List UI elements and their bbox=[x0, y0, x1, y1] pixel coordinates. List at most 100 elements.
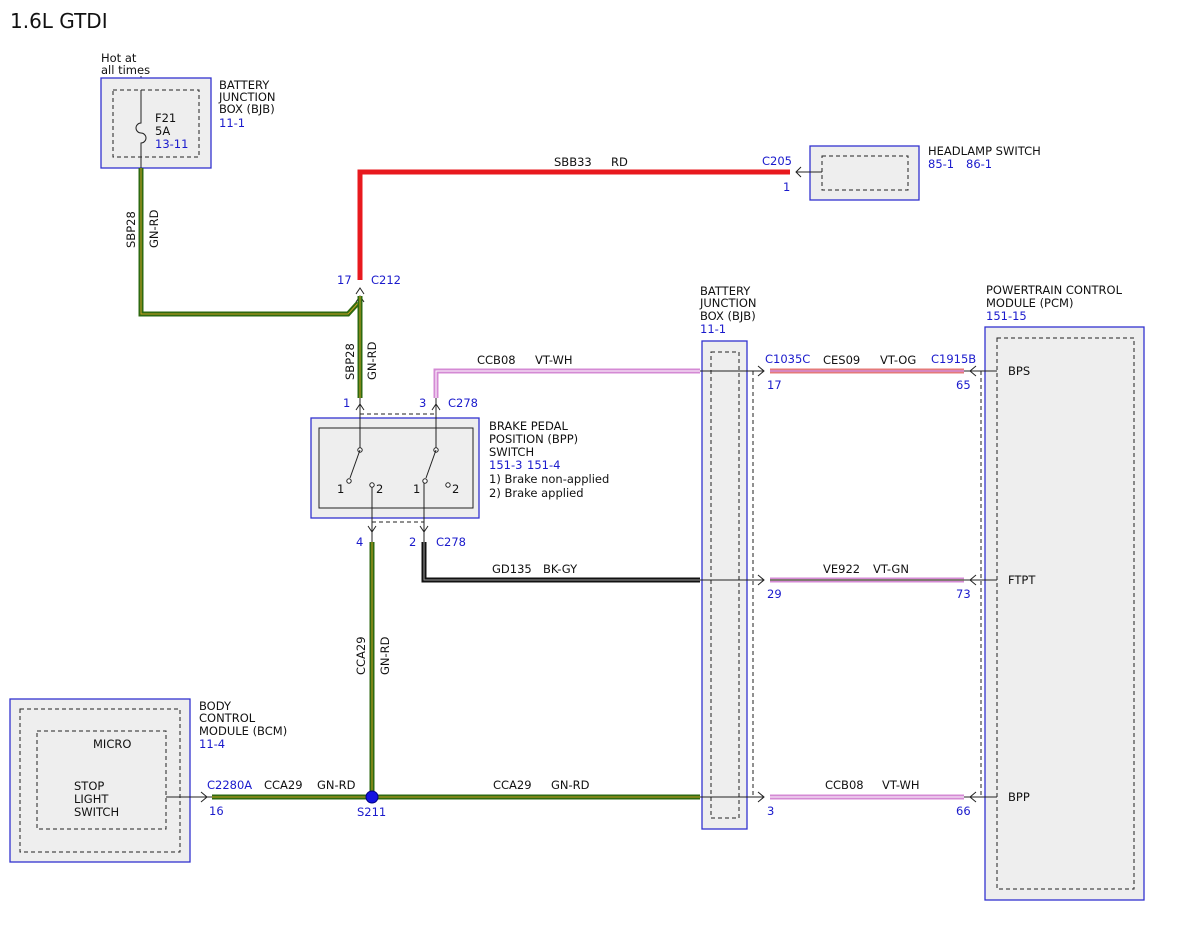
pcm-pin-65-arrow bbox=[969, 365, 977, 377]
bpp-pin2-arrow bbox=[419, 525, 429, 533]
bpp-switch-component: 1 3 C278 1 2 1 2 4 2 C278 BRAKE PEDAL PO… bbox=[310, 396, 609, 549]
wire-sbp28-top-color: GN-RD bbox=[147, 209, 161, 248]
bpp-switch-inner bbox=[318, 427, 474, 509]
bpp-legend-1: 1) Brake non-applied bbox=[489, 472, 609, 486]
wire-cca29-right-circuit: CCA29 bbox=[493, 778, 532, 792]
bjb-pin-29: 29 bbox=[767, 587, 782, 601]
bpp-name-2: POSITION (BPP) bbox=[489, 432, 578, 446]
splice-s211-label: S211 bbox=[357, 805, 386, 819]
wire-sbb33-circuit: SBB33 bbox=[554, 155, 592, 169]
wire-ve922-color: VT-GN bbox=[873, 562, 909, 576]
wire-cca29-vertical-color: GN-RD bbox=[378, 636, 392, 675]
hot-at-all-times-line1: Hot at bbox=[101, 51, 137, 65]
pcm-pin-73: 73 bbox=[956, 587, 971, 601]
wire-gd135-stripe bbox=[423, 542, 700, 581]
wire-ces09-color: VT-OG bbox=[880, 353, 916, 367]
bpp-pin3-arrow bbox=[431, 403, 441, 411]
wire-sbp28-top bbox=[138, 168, 360, 317]
bjb-pin-3: 3 bbox=[767, 804, 774, 818]
bcm-function-1: STOP bbox=[74, 779, 104, 793]
pcm-signal-ftpt: FTPT bbox=[1008, 573, 1036, 587]
bjb-pin-17-arrow bbox=[757, 365, 765, 377]
bjb-top-ref: 11-1 bbox=[219, 116, 245, 130]
bpp-switch-box bbox=[310, 417, 480, 519]
wire-ccb08-top-stripe bbox=[435, 370, 700, 398]
bpp-right-contact-2-label: 2 bbox=[452, 482, 459, 496]
bcm-name-1: BODY bbox=[199, 699, 232, 713]
fuse-f21-symbol bbox=[135, 90, 147, 168]
bjb-pin-17: 17 bbox=[767, 378, 782, 392]
bjb-mid-name-2: JUNCTION bbox=[699, 296, 757, 310]
bpp-right-blade bbox=[425, 449, 437, 479]
bcm-micro-box bbox=[36, 730, 167, 830]
bjb-mid-name-3: BOX (BJB) bbox=[700, 309, 756, 323]
c212-arrow-upper bbox=[355, 287, 365, 295]
wire-sbb33-color: RD bbox=[611, 155, 628, 169]
pcm-signal-bpp: BPP bbox=[1008, 790, 1030, 804]
wire-ces09-circuit: CES09 bbox=[823, 353, 860, 367]
pcm-inner bbox=[996, 337, 1135, 890]
headlamp-pin-arrow bbox=[795, 166, 802, 178]
headlamp-switch-ref-2: 86-1 bbox=[966, 157, 992, 171]
bpp-ref-2: 151-4 bbox=[527, 458, 560, 472]
pcm-name-1: POWERTRAIN CONTROL bbox=[986, 283, 1123, 297]
pcm-signal-bps: BPS bbox=[1008, 364, 1030, 378]
bjb-top-inner bbox=[112, 89, 200, 158]
pcm-pin-73-arrow bbox=[969, 574, 977, 586]
bcm-name-3: MODULE (BCM) bbox=[199, 724, 287, 738]
wire-sbp28-mid-circuit: SBP28 bbox=[343, 343, 357, 380]
bcm-ref: 11-4 bbox=[199, 737, 225, 751]
bpp-top-pin-1: 1 bbox=[343, 396, 350, 410]
bcm-component: MICRO STOP LIGHT SWITCH BODY CONTROL MOD… bbox=[9, 698, 287, 863]
bpp-pin1-arrow bbox=[355, 403, 365, 411]
c1035c-label: C1035C bbox=[765, 352, 810, 366]
wire-cca29-left-color: GN-RD bbox=[317, 778, 356, 792]
wire-ccb08-top-circuit: CCB08 bbox=[477, 353, 516, 367]
bpp-top-pin-3: 3 bbox=[419, 396, 426, 410]
bcm-micro-label: MICRO bbox=[93, 737, 131, 751]
wire-sbb33 bbox=[357, 169, 790, 280]
bjb-pin-3-arrow bbox=[757, 791, 765, 803]
c205-pin: 1 bbox=[783, 180, 790, 194]
bpp-bottom-connector: C278 bbox=[436, 535, 466, 549]
wire-sbp28-top-stripe bbox=[140, 168, 359, 315]
wire-cca29-vertical-circuit: CCA29 bbox=[354, 636, 368, 675]
bpp-right-contact-1 bbox=[422, 478, 428, 484]
bjb-mid-ref: 11-1 bbox=[700, 322, 726, 336]
bjb-mid-name-1: BATTERY bbox=[700, 284, 751, 298]
diagram-title: 1.6L GTDI bbox=[10, 9, 108, 33]
bpp-top-connector: C278 bbox=[448, 396, 478, 410]
bpp-left-contact-1 bbox=[346, 478, 352, 484]
c212-pin: 17 bbox=[337, 273, 352, 287]
bjb-top-name-1: BATTERY bbox=[219, 78, 270, 92]
pcm-name-2: MODULE (PCM) bbox=[986, 296, 1073, 310]
wire-ve922-circuit: VE922 bbox=[823, 562, 860, 576]
headlamp-switch-name: HEADLAMP SWITCH bbox=[928, 144, 1041, 158]
c212-label: C212 bbox=[371, 273, 401, 287]
bjb-mid-component: BATTERY JUNCTION BOX (BJB) 11-1 C1035C 1… bbox=[699, 284, 810, 830]
c2280a-label: C2280A bbox=[207, 778, 252, 792]
hot-at-all-times-line2: all times bbox=[101, 63, 150, 77]
bjb-pin-29-arrow bbox=[757, 574, 765, 586]
bpp-ref-1: 151-3 bbox=[489, 458, 522, 472]
bpp-right-contact-2 bbox=[445, 482, 451, 488]
c205-label: C205 bbox=[762, 154, 792, 168]
wire-sbp28-mid-color: GN-RD bbox=[365, 341, 379, 380]
wire-ccb08-top-color: VT-WH bbox=[535, 353, 573, 367]
headlamp-switch-component: HEADLAMP SWITCH 85-1 86-1 C205 1 bbox=[762, 144, 1041, 201]
bpp-bottom-pin-2: 2 bbox=[409, 535, 416, 549]
c1915b-label: C1915B bbox=[931, 352, 976, 366]
bcm-pin-arrow bbox=[200, 791, 208, 803]
pcm-pin-66: 66 bbox=[956, 804, 971, 818]
wire-ccb08-top bbox=[433, 368, 700, 398]
bpp-left-contact-2 bbox=[369, 482, 375, 488]
pcm-pin-66-arrow bbox=[969, 791, 977, 803]
bcm-function-2: LIGHT bbox=[74, 792, 109, 806]
wire-gd135-circuit: GD135 bbox=[492, 562, 532, 576]
bpp-name-3: SWITCH bbox=[489, 445, 534, 459]
fuse-ref: 13-11 bbox=[155, 137, 188, 151]
wire-cca29-right-color: GN-RD bbox=[551, 778, 590, 792]
bpp-legend-2: 2) Brake applied bbox=[489, 486, 584, 500]
